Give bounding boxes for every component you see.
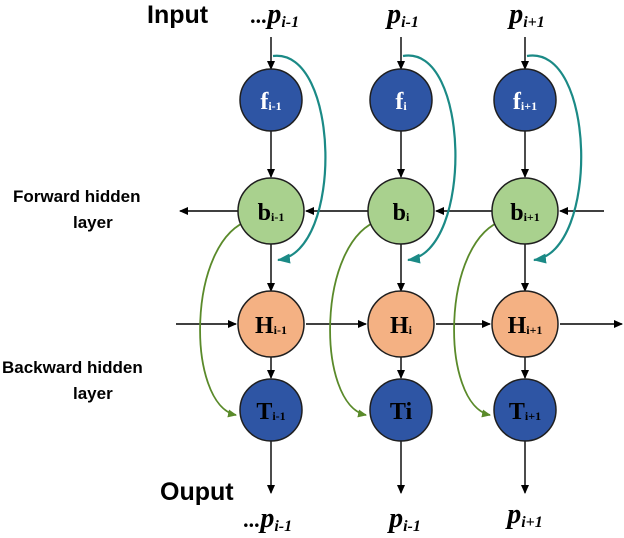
input-token-0: ...pi-1 — [251, 0, 299, 31]
node-f-2: fi+1 — [493, 68, 557, 132]
svg-text:Ti: Ti — [390, 399, 413, 425]
input-skip-arrows — [272, 54, 583, 264]
node-h-0: Hi-1 — [237, 290, 305, 358]
input-label: Input — [147, 1, 209, 29]
svg-text:Hi+1: Hi+1 — [508, 313, 543, 339]
output-token-2: pi+1 — [505, 499, 543, 531]
svg-text:fi+1: fi+1 — [513, 89, 537, 115]
node-t-2: Ti+1 — [493, 378, 557, 442]
forward-layer-label-line2: layer — [73, 213, 113, 232]
node-t-0: Ti-1 — [239, 378, 303, 442]
node-h-1: Hi — [367, 290, 435, 358]
f-row: fi-1 fi fi+1 — [239, 68, 557, 132]
output-token-0: ...pi-1 — [244, 503, 292, 535]
node-b-1: bi — [367, 177, 435, 245]
svg-text:fi: fi — [395, 89, 407, 115]
output-label: Ouput — [160, 478, 234, 506]
green-arrow-2 — [453, 219, 505, 418]
backward-layer-label-line2: layer — [73, 384, 113, 403]
node-h-2: Hi+1 — [491, 290, 559, 358]
input-token-1: pi-1 — [385, 0, 419, 31]
b-row: bi-1 bi bi+1 — [237, 177, 559, 245]
node-f-1: fi — [369, 68, 433, 132]
node-b-2: bi+1 — [491, 177, 559, 245]
svg-text:Ti+1: Ti+1 — [509, 399, 541, 425]
svg-text:Ti-1: Ti-1 — [256, 399, 285, 425]
t-row: Ti-1 Ti Ti+1 — [239, 378, 557, 442]
teal-arrow-0 — [272, 54, 327, 264]
h-row: Hi-1 Hi Hi+1 — [237, 290, 559, 358]
green-arrow-0 — [199, 219, 251, 418]
teal-arrow-2 — [526, 54, 583, 264]
output-token-1: pi-1 — [387, 503, 421, 535]
input-token-2: pi+1 — [507, 0, 545, 31]
teal-arrow-1 — [402, 54, 457, 264]
hidden-skip-arrows — [199, 219, 505, 418]
svg-text:Hi: Hi — [390, 313, 413, 339]
node-f-0: fi-1 — [239, 68, 303, 132]
node-b-0: bi-1 — [237, 177, 305, 245]
node-t-1: Ti — [369, 378, 433, 442]
svg-text:bi: bi — [393, 200, 410, 226]
svg-text:bi+1: bi+1 — [510, 200, 540, 226]
svg-text:fi-1: fi-1 — [260, 89, 281, 115]
backward-layer-label-line1: Backward hidden — [2, 358, 143, 377]
forward-layer-label-line1: Forward hidden — [13, 187, 141, 206]
svg-text:bi-1: bi-1 — [258, 200, 285, 226]
green-arrow-1 — [329, 219, 381, 418]
svg-text:Hi-1: Hi-1 — [255, 313, 287, 339]
vertical-arrows — [267, 37, 529, 494]
